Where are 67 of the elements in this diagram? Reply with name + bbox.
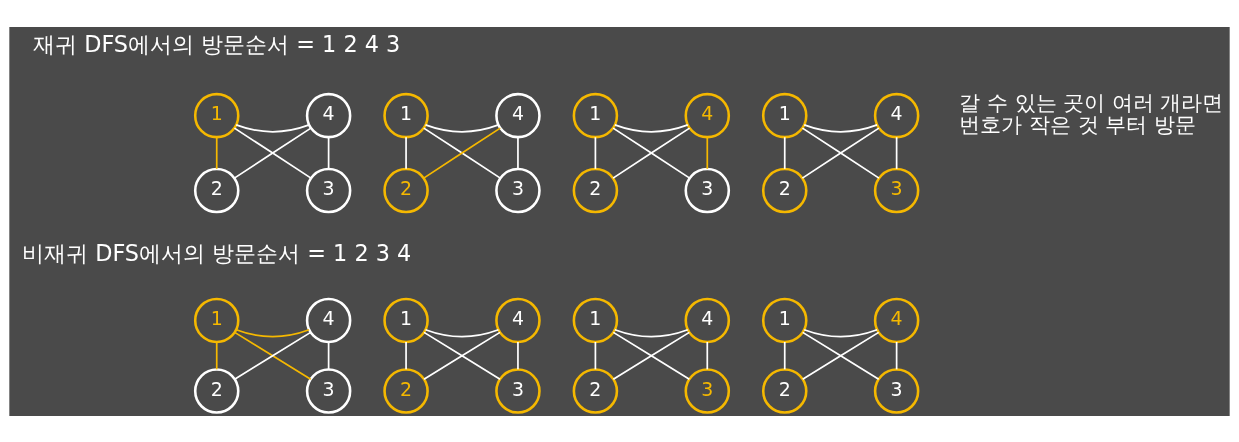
node-circle: 2 [383,167,429,213]
node-circle: 2 [193,167,240,213]
connector [233,126,312,179]
node-circle: 1 [761,297,808,343]
connector [783,340,786,370]
connector [423,331,501,380]
connector [424,328,500,337]
connector [405,340,407,370]
connector [215,340,218,370]
node-circle: 1 [383,92,429,138]
node-circle: 1 [383,297,429,343]
connector [801,126,880,179]
connector [594,135,597,170]
node-circle: 3 [305,167,352,213]
connector [594,340,597,370]
connector [424,123,500,133]
node-circle: 1 [761,92,808,138]
connector [235,123,310,133]
connector [614,328,689,337]
node-circle: 2 [383,367,429,414]
node-circle: 2 [572,167,619,213]
connector [803,123,878,133]
node-circle: 2 [761,367,808,414]
label: 재귀 DFS에서의 방문순서 = 1 2 4 3 [33,30,401,57]
node-circle: 3 [873,167,920,213]
connector [612,126,691,179]
connector [895,340,898,370]
node-circle: 3 [305,367,352,414]
label: 비재귀 DFS에서의 방문순서 = 1 2 3 4 [22,239,412,266]
node-circle: 4 [684,297,731,343]
node-circle: 3 [684,367,731,414]
connector [327,340,330,370]
connector [706,340,709,370]
node-circle: 3 [495,167,541,213]
connector [233,331,312,380]
node-circle: 3 [684,167,731,213]
connector [235,328,310,337]
node-circle: 3 [495,367,541,414]
connector [614,123,689,133]
node-circle: 4 [873,297,920,343]
node-circle: 4 [305,297,352,343]
node-circle: 3 [873,367,920,414]
node-circle: 1 [572,297,619,343]
node-circle: 4 [495,297,541,343]
node-circle: 2 [572,367,619,414]
connector [517,135,519,170]
connector [422,126,502,179]
connector [801,331,880,380]
node-circle: 2 [761,167,808,213]
connector [405,135,407,170]
connector [517,340,519,370]
connector [706,135,709,170]
label: 갈 수 있는 곳이 여러 개라면 번호가 작은 것 부터 방문 [959,90,1224,137]
connector [612,331,691,380]
node-circle: 4 [684,92,731,138]
node-circle: 4 [495,92,541,138]
node-circle: 1 [193,92,240,138]
connector [783,135,786,170]
connector [327,135,330,170]
node-circle: 4 [873,92,920,138]
node-circle: 2 [193,367,240,414]
node-circle: 4 [305,92,352,138]
connector [215,135,218,170]
node-circle: 1 [193,297,240,343]
node-circle: 1 [572,92,619,138]
connector [895,135,898,170]
connector [803,328,878,337]
